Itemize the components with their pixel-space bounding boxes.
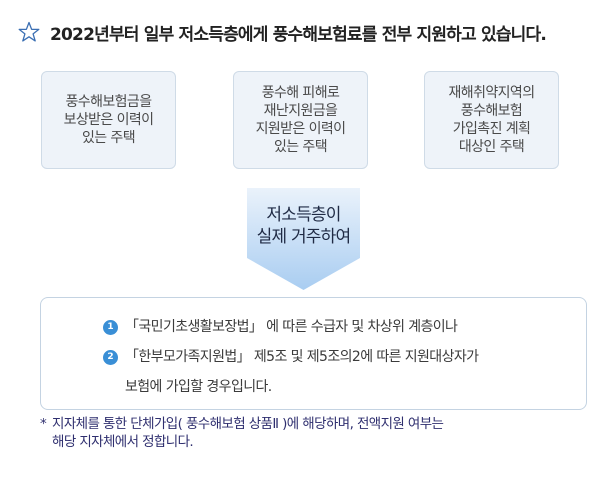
- footnote-mark: *: [40, 416, 47, 432]
- result-label: 저소득층이 실제 거주하여: [256, 205, 351, 247]
- condition-text-continued: 보험에 가입할 경우입니다.: [125, 379, 272, 395]
- down-arrow-shape: [247, 188, 360, 290]
- criteria-card-disaster-aid-history: 풍수해 피해로 재난지원금을 지원받은 이력이 있는 주택: [233, 71, 368, 169]
- condition-text: 「한부모가족지원법」 제5조 및 제5조의2에 따른 지원대상자가: [125, 349, 479, 365]
- page-title: 2022년부터 일부 저소득층에게 풍수해보험료를 전부 지원하고 있습니다.: [50, 25, 547, 45]
- conditions-box: 1 「국민기초생활보장법」 에 따른 수급자 및 차상위 계층이나 2 「한부모…: [40, 297, 587, 410]
- number-badge: 2: [103, 350, 118, 365]
- criteria-card-compensation-history: 풍수해보험금을 보상받은 이력이 있는 주택: [41, 71, 176, 169]
- card-label: 풍수해 피해로 재난지원금을 지원받은 이력이 있는 주택: [255, 85, 346, 155]
- card-label: 재해취약지역의 풍수해보험 가입촉진 계획 대상인 주택: [448, 85, 536, 155]
- number-badge: 1: [103, 320, 118, 335]
- footnote-text: 지자체를 통한 단체가입( 풍수해보험 상품Ⅱ )에 해당하며, 전액지원 여부…: [52, 416, 444, 450]
- card-label: 풍수해보험금을 보상받은 이력이 있는 주택: [63, 94, 154, 146]
- criteria-card-vulnerable-area: 재해취약지역의 풍수해보험 가입촉진 계획 대상인 주택: [424, 71, 559, 169]
- condition-text: 「국민기초생활보장법」 에 따른 수급자 및 차상위 계층이나: [125, 319, 458, 335]
- result-arrow: 저소득층이 실제 거주하여: [247, 188, 360, 291]
- title-row: 2022년부터 일부 저소득층에게 풍수해보험료를 전부 지원하고 있습니다.: [18, 17, 598, 47]
- star-outline-icon: [18, 21, 40, 43]
